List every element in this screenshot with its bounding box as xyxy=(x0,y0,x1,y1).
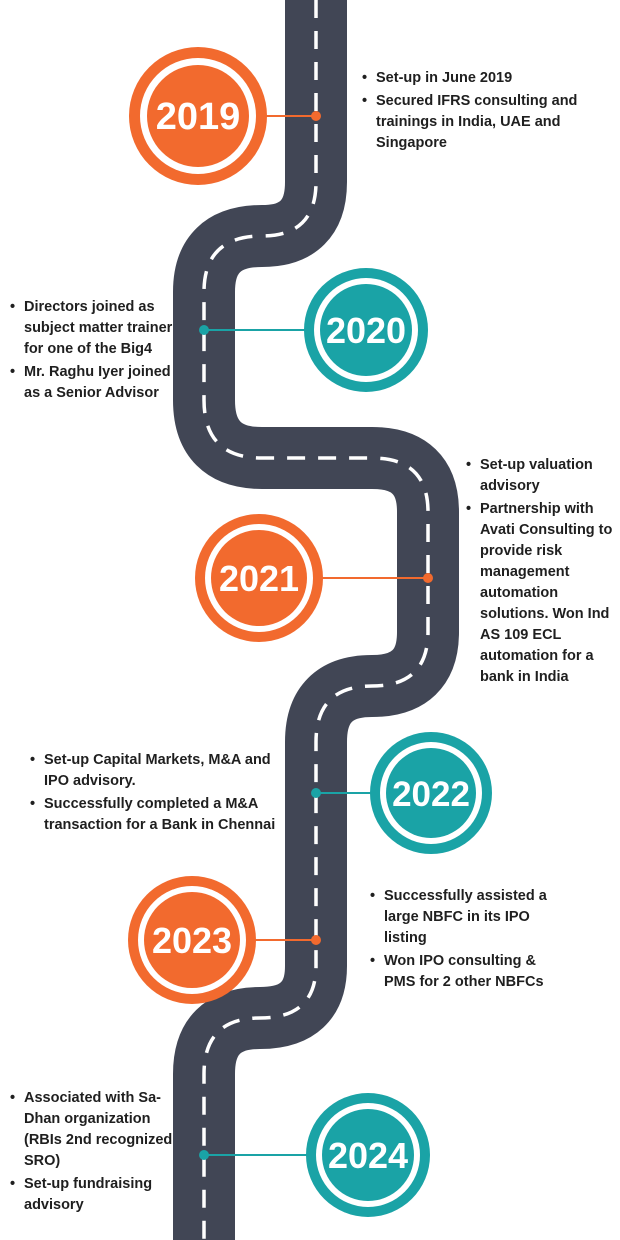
road-center-dashes xyxy=(202,0,430,1240)
bullet-item: Set-up in June 2019 xyxy=(360,68,600,89)
bullet-item: Directors joined as subject matter train… xyxy=(8,297,188,360)
bullet-item: Mr. Raghu Iyer joined as a Senior Adviso… xyxy=(8,362,188,404)
bullet-item: Successfully completed a M&A transaction… xyxy=(28,794,278,836)
road-surface xyxy=(173,0,459,1240)
notes-2022: Set-up Capital Markets, M&A and IPO advi… xyxy=(28,750,278,838)
bullet-item: Secured IFRS consulting and trainings in… xyxy=(360,91,600,154)
bullet-item: Won IPO consulting & PMS for 2 other NBF… xyxy=(368,951,568,993)
notes-2020: Directors joined as subject matter train… xyxy=(8,297,188,406)
bullet-item: Set-up valuation advisory xyxy=(464,455,616,497)
notes-2024: Associated with Sa-Dhan organization (RB… xyxy=(8,1088,180,1218)
bullet-item: Partnership with Avati Consulting to pro… xyxy=(464,499,616,688)
bullet-item: Set-up fundraising advisory xyxy=(8,1174,180,1216)
road xyxy=(173,0,459,1240)
bullet-item: Associated with Sa-Dhan organization (RB… xyxy=(8,1088,180,1172)
bullet-item: Successfully assisted a large NBFC in it… xyxy=(368,886,568,949)
bullet-item: Set-up Capital Markets, M&A and IPO advi… xyxy=(28,750,278,792)
notes-2023: Successfully assisted a large NBFC in it… xyxy=(368,886,568,995)
notes-2019: Set-up in June 2019 Secured IFRS consult… xyxy=(360,68,600,156)
notes-2021: Set-up valuation advisory Partnership wi… xyxy=(464,455,616,690)
